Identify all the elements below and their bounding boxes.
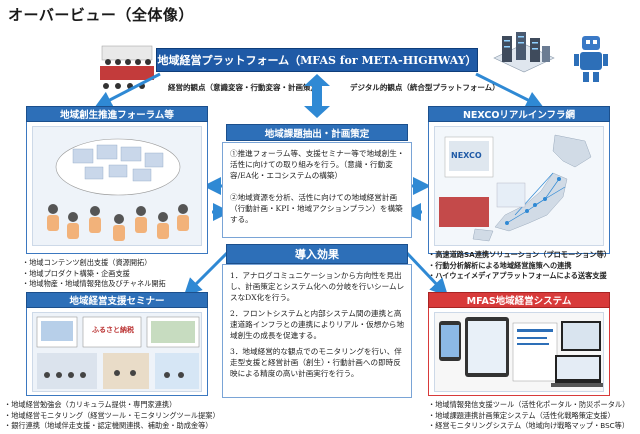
forum-bullets: 地域コンテンツ創出支援（資源開拓） 地域プロダクト構築・企画支援 地域物産・地域… [22,258,222,290]
effects-heading: 導入効果 [226,244,408,264]
list-item: ハイウェイメディアプラットフォームによる送客支援 [428,271,640,282]
list-item: 地域プロダクト構築・企画支援 [22,269,222,280]
issues-heading: 地域課題抽出・計画策定 [226,124,408,141]
seminar-heading: 地域経営支援セミナー [26,292,208,308]
list-item: 地域経営勉強会（カリキュラム提供・専門家連携） [4,400,284,411]
list-item: 行動分析解析による地域経営施策への連携 [428,261,640,272]
list-item: 高速道路SA連携ソリューション（プロモーション等） [428,250,640,261]
issues-item-1: ①推進フォーラム等、支援セミナー等で地域創生・活性に向けての取り組みを行う。（意… [230,149,405,180]
nexco-logo: NEXCO [451,151,482,160]
effects-item-2: 2．フロントシステムと内部システム間の連携と高速道路インフラとの連携によりリアル… [230,309,405,340]
list-item: 地域課題連携計画策定システム（活性化戦略策定支援） [428,411,640,422]
server-illustration [484,28,564,84]
nexco-bullets: 高速道路SA連携ソリューション（プロモーション等） 行動分析解析による地域経営施… [428,250,640,282]
furusato-sign: ふるさと納税 [92,325,134,334]
forum-heading: 地域創生推進フォーラム等 [26,106,208,122]
business-viewpoint-label: 経営的観点（意識変容・行動変容・計画策定） [168,83,326,92]
mfas-bullets: 地域情報発信支援ツール（活性化ポータル・防災ポータル） 地域課題連携計画策定シス… [428,400,640,432]
nexco-map-illustration: NEXCO [434,126,604,246]
effects-item-1: 1．アナログコミュニケーションから方向性を見出し、計画策定とシステム化への分岐を… [230,271,405,302]
robot-illustration [566,30,616,84]
list-item: 地域コンテンツ創出支援（資源開拓） [22,258,222,269]
mfas-devices-illustration [434,312,604,392]
list-item: 地域経営モニタリング（経営ツール・モニタリングツール提案） [4,411,284,422]
nexco-heading: NEXCOリアルインフラ網 [428,106,610,122]
mfas-heading: MFAS地域経営システム [428,292,610,308]
list-item: 経営モニタリングシステム（地域向け戦略マップ・BSC等） [428,421,640,432]
seminar-illustration: ふるさと納税 [32,312,202,392]
list-item: 銀行連携（地域伴走支援・認定機関連携、補助金・助成金等） [4,421,284,432]
list-item: 地域情報発信支援ツール（活性化ポータル・防災ポータル） [428,400,640,411]
seminar-bullets: 地域経営勉強会（カリキュラム提供・専門家連携） 地域経営モニタリング（経営ツール… [4,400,284,432]
page-title: オーバービュー（全体像） [8,6,194,24]
effects-panel [222,264,412,398]
effects-item-3: 3．地域経営的な観点でのモニタリングを行い、伴走型支援と経営計画（創生）・行動計… [230,347,402,378]
issues-panel [222,142,412,238]
digital-viewpoint-label: デジタル的観点（統合型プラットフォーム） [350,83,500,92]
forum-illustration [32,126,202,246]
meeting-illustration [96,32,158,92]
list-item: 地域物産・地域情報発信及びチャネル開拓 [22,279,222,290]
platform-vertical-arrow [304,74,330,118]
platform-banner: 地域経営プラットフォーム（MFAS for META-HIGHWAY） [156,48,478,72]
issues-item-2: ②地域資源を分析、活性に向けての地域経営計画（行動計画・KPI・地域アクションプ… [230,193,403,224]
